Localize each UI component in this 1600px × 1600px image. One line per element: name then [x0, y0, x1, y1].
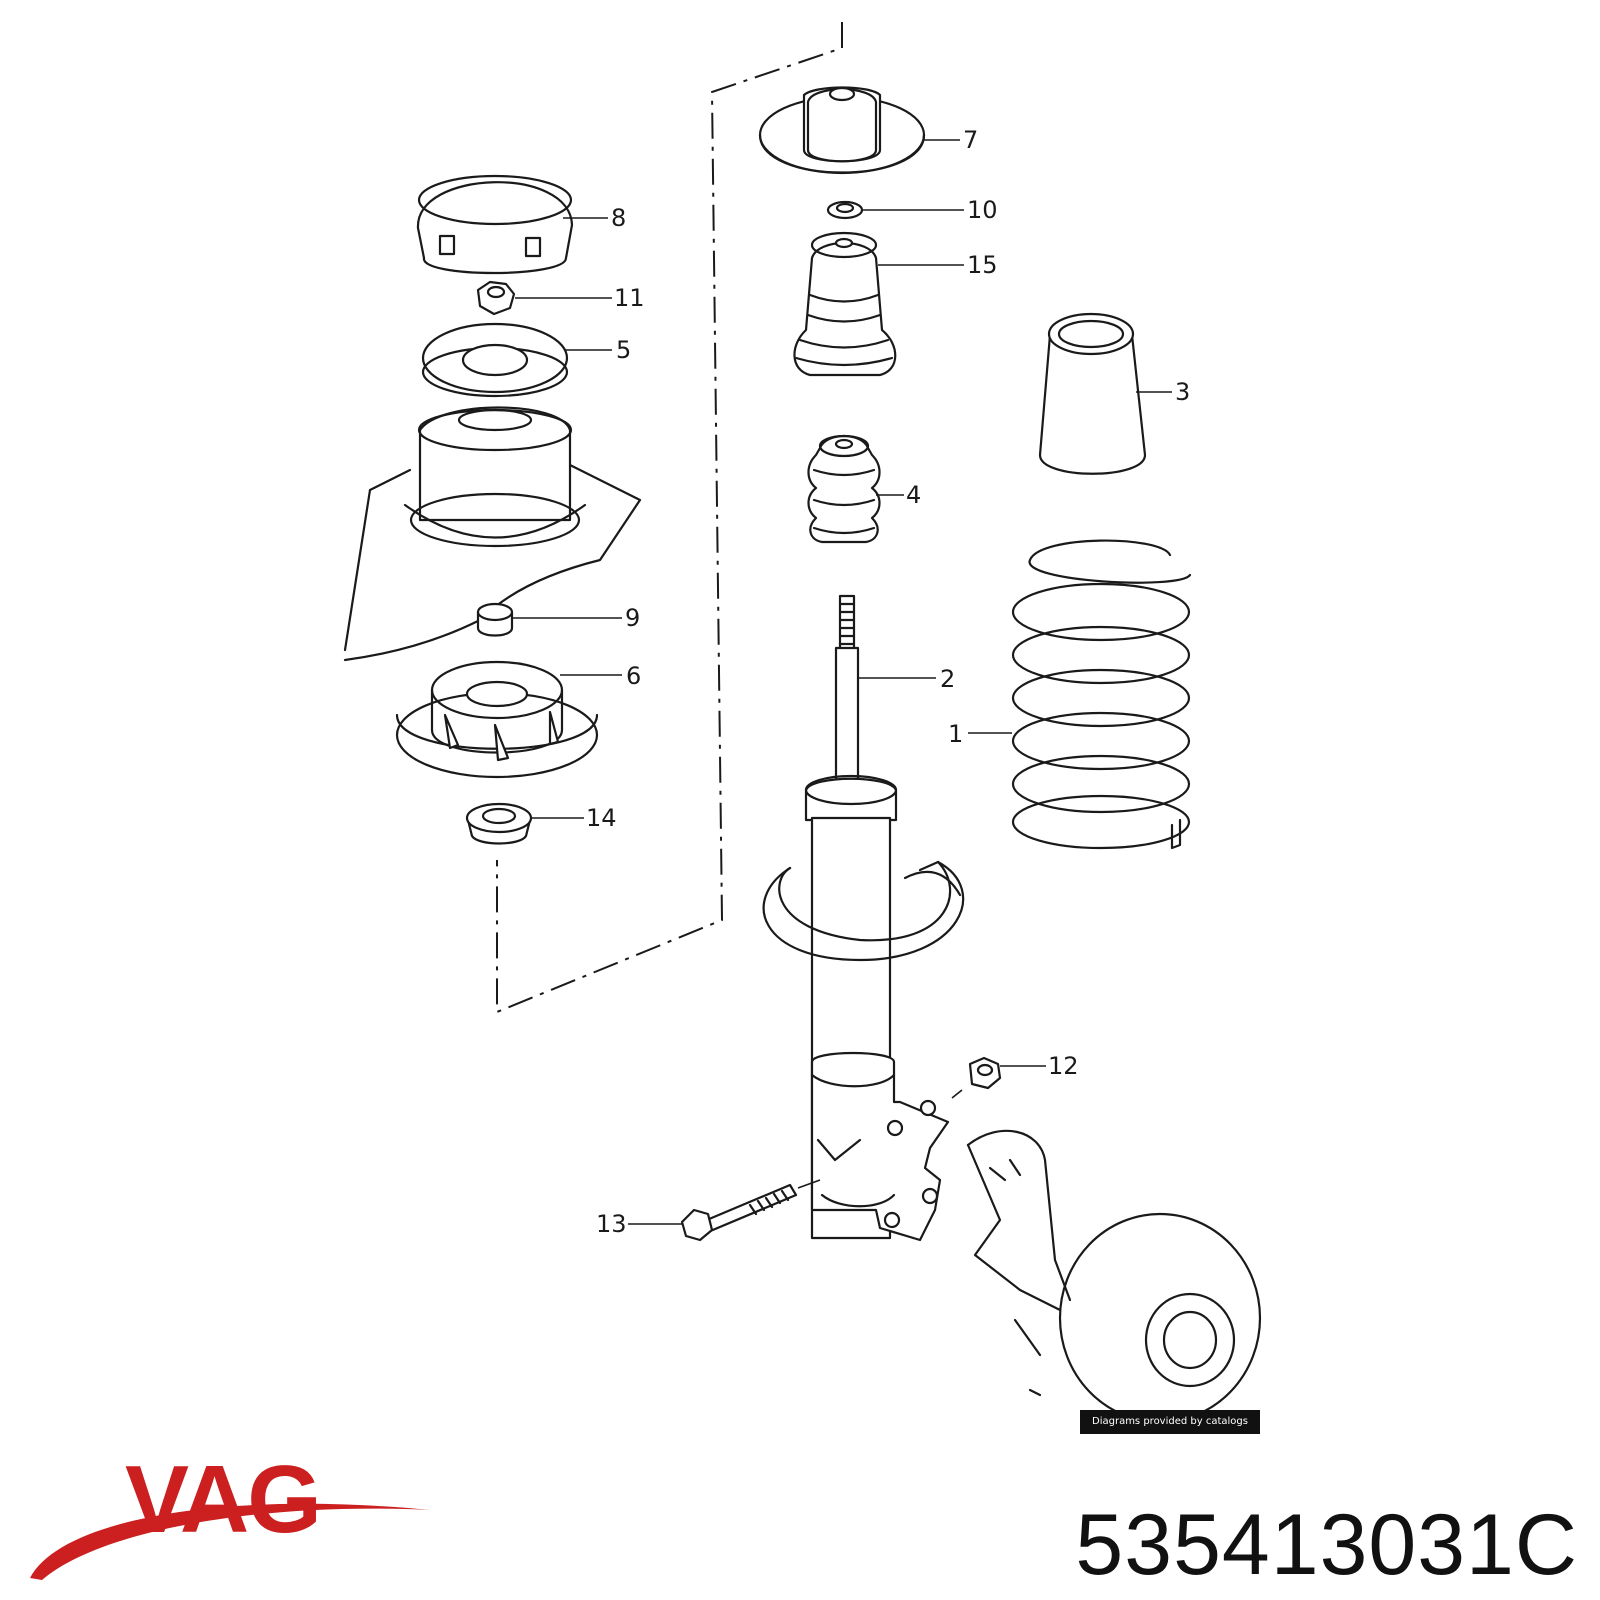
part-15-bump-stop — [793, 231, 897, 377]
part-13-bolt — [680, 1179, 821, 1242]
strut-tower-body — [343, 406, 642, 662]
part-2-strut — [762, 594, 965, 1242]
callout-6: 6 — [626, 662, 641, 690]
callout-9: 9 — [625, 604, 640, 632]
callout-14: 14 — [586, 804, 617, 832]
part-12-nut — [951, 1056, 1002, 1099]
steering-knuckle-and-disc — [966, 1129, 1262, 1424]
diagram-credit-badge: Diagrams provided by catalogs parts — [1080, 1410, 1260, 1451]
part-5-pad — [421, 322, 569, 398]
assembly-guide-line — [496, 22, 843, 1014]
callout-4: 4 — [906, 481, 921, 509]
part-1-coil-spring — [1011, 539, 1192, 850]
part-9-sleeve — [476, 602, 514, 637]
logo-swoosh — [30, 1503, 430, 1580]
callout-13: 13 — [596, 1210, 627, 1238]
vag-logo: VAG — [30, 1450, 430, 1580]
logo-text: VAG — [125, 1450, 320, 1553]
callout-8: 8 — [611, 204, 626, 232]
part-4-bump-stop — [807, 434, 881, 544]
part-11-nut — [476, 280, 516, 316]
callout-10: 10 — [967, 196, 998, 224]
part-3-dust-sleeve — [1038, 312, 1147, 475]
callout-11: 11 — [614, 284, 645, 312]
callout-15: 15 — [967, 251, 998, 279]
part-number: 535413031C — [1075, 1497, 1578, 1593]
part-14-washer — [465, 802, 533, 845]
callout-12: 12 — [1048, 1052, 1079, 1080]
callout-3: 3 — [1175, 378, 1190, 406]
part-6-bearing — [395, 660, 599, 779]
callout-labels: 8 11 5 9 6 14 7 10 15 3 4 2 1 12 13 — [586, 126, 1190, 1238]
callout-2: 2 — [940, 665, 955, 693]
part-7-top-mount — [758, 86, 926, 175]
part-8-cap — [416, 174, 574, 275]
part-10-washer — [826, 200, 864, 220]
callout-leaders — [513, 139, 1172, 1225]
callout-5: 5 — [616, 336, 631, 364]
callout-7: 7 — [963, 126, 978, 154]
callout-1: 1 — [948, 720, 963, 748]
